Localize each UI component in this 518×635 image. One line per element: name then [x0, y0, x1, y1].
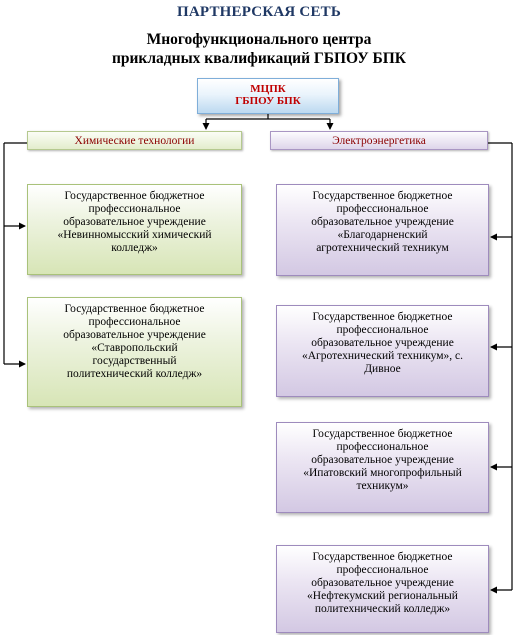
- card-line: агротехнический техникум: [316, 242, 449, 254]
- card-line: государственный: [92, 355, 177, 367]
- card-line: «Ипатовский многопрофильный: [303, 467, 462, 479]
- card-line: профессиональное: [88, 316, 181, 328]
- partner-card-stavropol: Государственное бюджетное профессиональн…: [27, 297, 242, 407]
- card-line: профессиональное: [88, 203, 181, 215]
- card-line: Государственное бюджетное: [64, 303, 205, 315]
- card-line: Дивное: [364, 363, 401, 375]
- root-node-line1: МЦПК: [250, 83, 286, 95]
- card-line: профессиональное: [336, 441, 429, 453]
- root-node-box: МЦПК ГБПОУ БПК: [197, 78, 339, 114]
- card-line: образовательное учреждение: [311, 454, 454, 466]
- card-line: образовательное учреждение: [63, 329, 206, 341]
- card-line: «Невинномысский химический: [57, 229, 212, 241]
- card-line: Государственное бюджетное: [312, 190, 453, 202]
- branch-header-elec: Электроэнергетика: [270, 131, 488, 150]
- card-line: образовательное учреждение: [311, 337, 454, 349]
- card-line: техникум»: [356, 480, 409, 492]
- card-line: образовательное учреждение: [311, 577, 454, 589]
- partner-card-nevinnomyssk: Государственное бюджетное профессиональн…: [27, 184, 242, 275]
- card-line: «Ставропольский: [91, 342, 178, 354]
- partner-card-ipatovo: Государственное бюджетное профессиональн…: [276, 422, 489, 513]
- page-subtitle-line2: прикладных квалификаций ГБПОУ БПК: [111, 50, 407, 67]
- page-title: ПАРТНЕРСКАЯ СЕТЬ: [177, 4, 341, 20]
- partner-card-neftekumsk: Государственное бюджетное профессиональн…: [276, 545, 489, 633]
- card-line: политехнический колледж»: [66, 368, 203, 380]
- partner-card-divnoe: Государственное бюджетное профессиональн…: [276, 305, 489, 397]
- root-node-line2: ГБПОУ БПК: [235, 95, 301, 107]
- card-line: «Агротехнический техникум», с.: [301, 350, 464, 362]
- partner-card-blagodarny: Государственное бюджетное профессиональн…: [276, 184, 489, 276]
- card-line: Государственное бюджетное: [64, 190, 205, 202]
- card-line: Государственное бюджетное: [312, 311, 453, 323]
- page-subtitle-line1: Многофункционального центра: [146, 31, 372, 48]
- card-line: образовательное учреждение: [63, 216, 206, 228]
- card-line: профессиональное: [336, 564, 429, 576]
- card-line: Государственное бюджетное: [312, 551, 453, 563]
- card-line: политехнический колледж»: [314, 603, 451, 615]
- card-line: «Благодарненский: [337, 229, 428, 241]
- card-line: колледж»: [111, 242, 158, 254]
- card-line: профессиональное: [336, 203, 429, 215]
- card-line: образовательное учреждение: [311, 216, 454, 228]
- card-line: Государственное бюджетное: [312, 428, 453, 440]
- card-line: профессиональное: [336, 324, 429, 336]
- branch-header-chem: Химические технологии: [27, 131, 242, 150]
- card-line: «Нефтекумский региональный: [307, 590, 458, 602]
